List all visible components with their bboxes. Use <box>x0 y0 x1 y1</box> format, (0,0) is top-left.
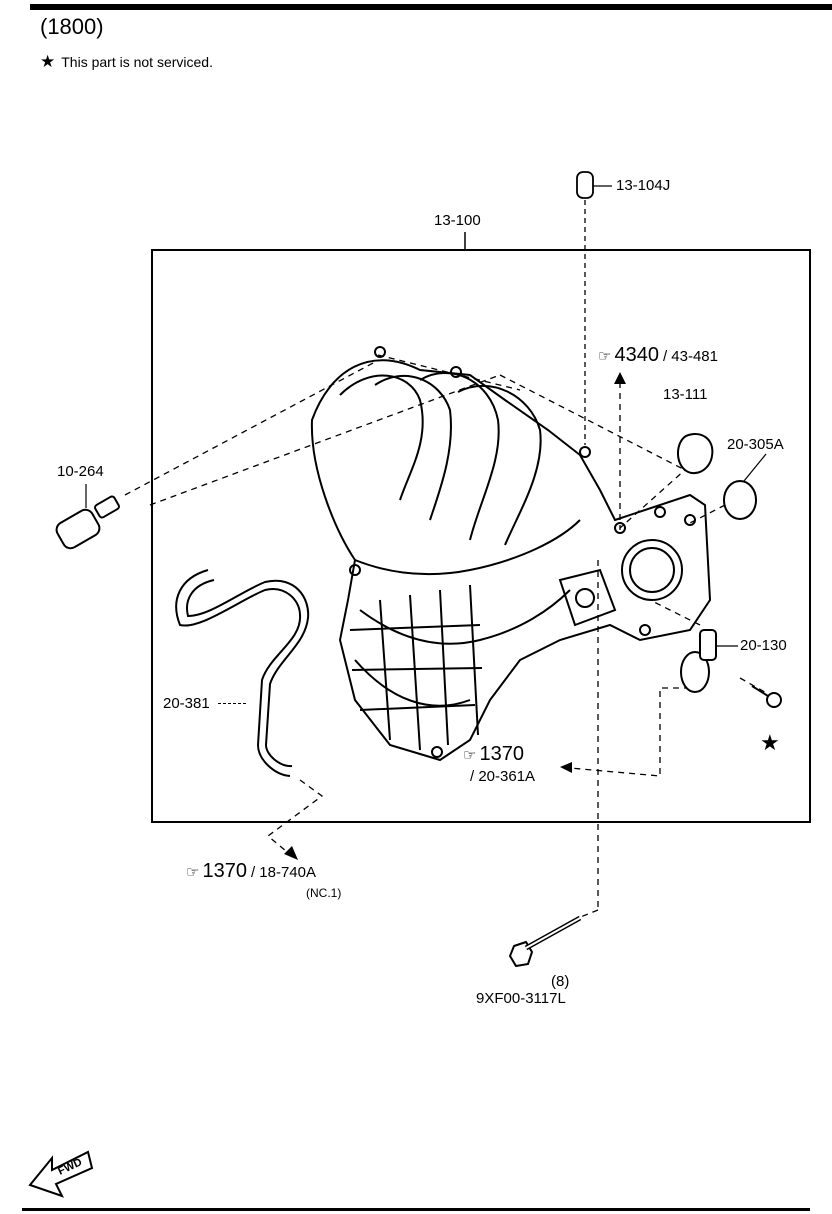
bottom-rule <box>22 1208 810 1211</box>
hose-leader <box>218 703 246 704</box>
label-20-381: 20-381 <box>163 695 210 712</box>
ref-1370-a[interactable]: ☞ 1370 <box>463 743 524 766</box>
label-9xf00-3117l: 9XF00-3117L <box>476 990 566 1007</box>
star-icon: ★ <box>40 52 56 71</box>
intake-manifold-drawing <box>310 346 712 762</box>
ref-1370-b-group: 1370 <box>202 860 247 882</box>
gasket-20-305a-drawing <box>723 480 757 520</box>
plug-drawing <box>576 171 612 445</box>
ref-1370-a-part: / 20-361A <box>470 768 536 785</box>
pointing-hand-icon: ☞ <box>463 747 476 764</box>
ref-1370-b[interactable]: ☞ 1370 / 18-740A <box>186 860 316 883</box>
leader-lines <box>124 354 771 919</box>
ref-1370-b-note: (NC.1) <box>306 886 342 900</box>
arrow-4340 <box>614 372 626 384</box>
pointing-hand-icon: ☞ <box>186 864 199 881</box>
pointing-hand-icon: ☞ <box>598 348 611 365</box>
label-bolt-count: (8) <box>551 973 570 990</box>
star-icon: ★ <box>760 730 780 755</box>
label-13-111: 13-111 <box>663 386 708 403</box>
ref-1370-a-group: 1370 <box>479 743 524 765</box>
gasket-13-111-drawing <box>677 433 714 475</box>
group-code: (1800) <box>40 14 104 39</box>
label-13-100: 13-100 <box>434 212 481 229</box>
label-10-264: 10-264 <box>57 463 104 480</box>
ref-4340[interactable]: ☞ 4340 / 43-481 <box>598 344 718 367</box>
arrow-1370-a <box>560 762 572 773</box>
label-20-305a: 20-305A <box>727 436 784 453</box>
ref-4340-part: / 43-481 <box>662 348 718 365</box>
fwd-arrow-icon <box>28 1150 94 1198</box>
top-rule <box>30 4 832 10</box>
actuator-drawing <box>680 629 738 693</box>
assembly-frame <box>151 249 811 823</box>
label-20-130: 20-130 <box>740 637 787 654</box>
hose-drawing <box>175 569 310 777</box>
note-text: This part is not serviced. <box>61 54 213 70</box>
bolt-drawing <box>508 915 582 968</box>
ref-4340-group: 4340 <box>614 344 659 366</box>
label-13-104j: 13-104J <box>616 177 671 194</box>
arrow-1370-b <box>284 846 298 860</box>
not-serviced-note: ★ This part is not serviced. <box>40 52 213 72</box>
ref-1370-b-part: / 18-740A <box>250 864 316 881</box>
sensor-drawing <box>55 484 120 550</box>
screw-drawing <box>751 685 782 708</box>
